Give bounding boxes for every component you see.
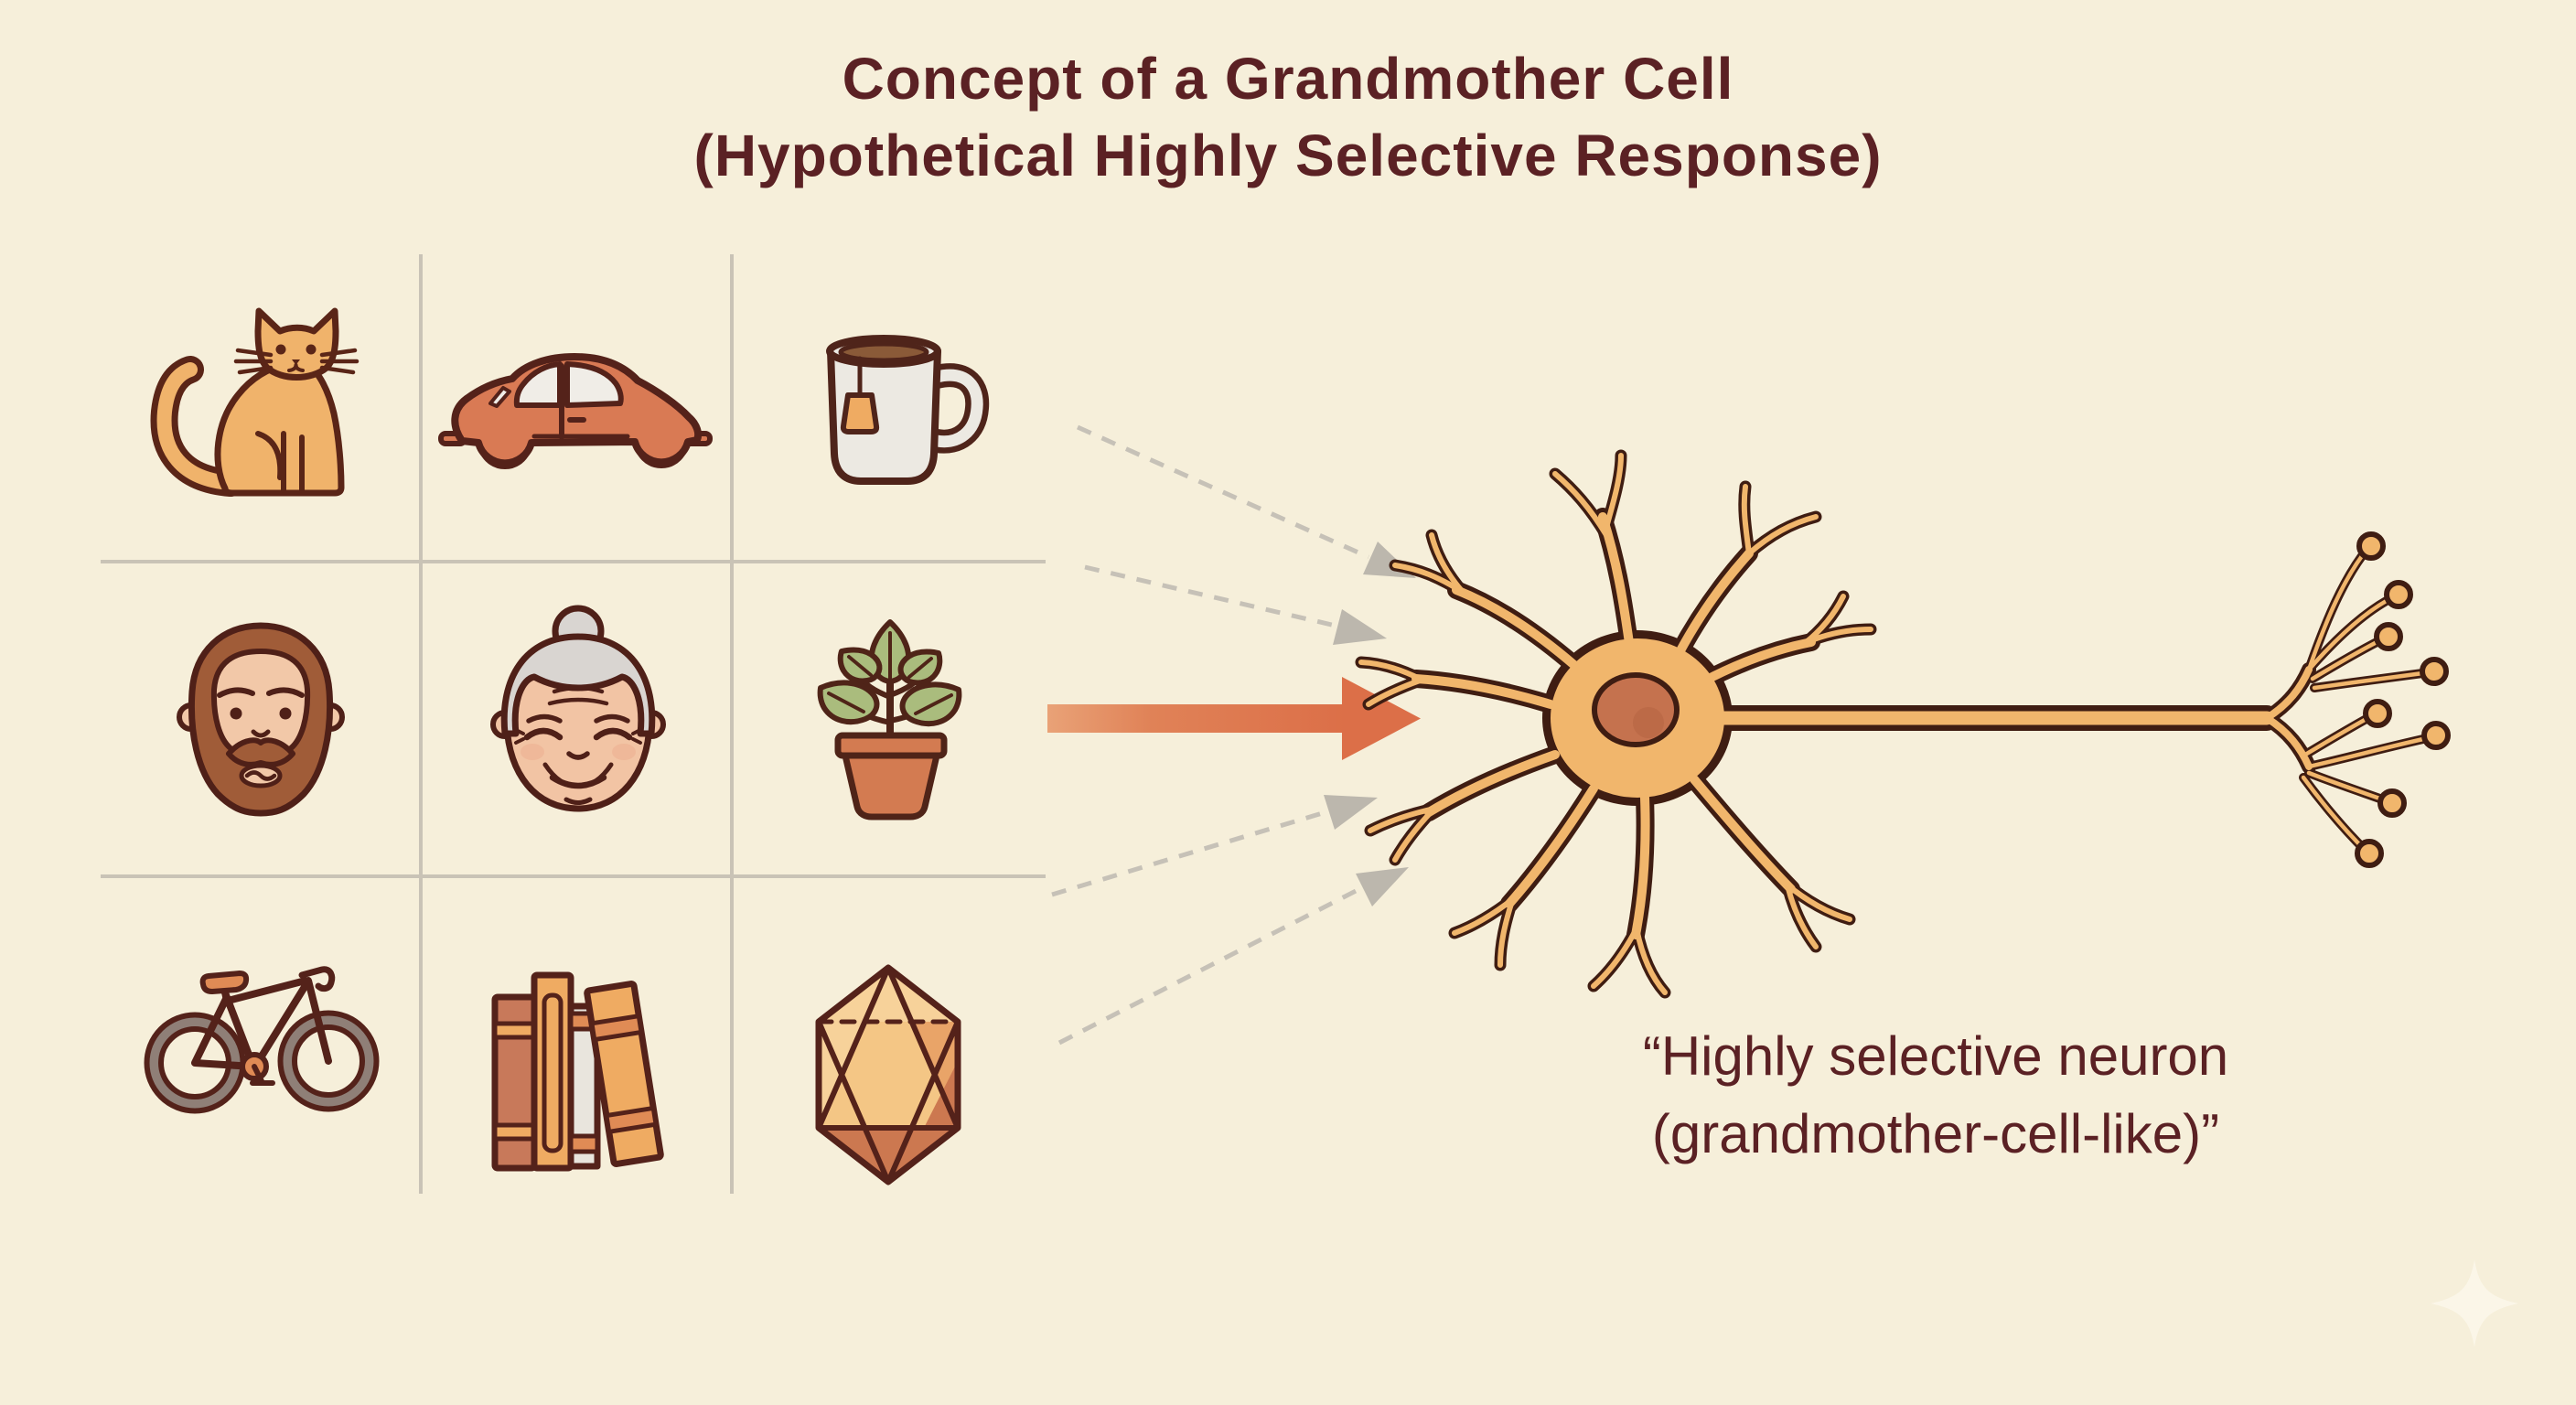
dashed-arrow xyxy=(1076,424,1416,578)
weak-input-arrows xyxy=(1051,424,1416,1046)
page-title: Concept of a Grandmother Cell (Hypotheti… xyxy=(0,40,2576,195)
dashed-arrow xyxy=(1057,867,1409,1046)
caption-line-2: (grandmother-cell-like)” xyxy=(1651,1103,2220,1165)
neuron-fill-pass xyxy=(1358,453,2434,995)
cat-icon xyxy=(150,307,360,497)
books-icon xyxy=(491,971,664,1172)
neuron-caption: “Highly selective neuron (grandmother-ce… xyxy=(1643,1017,2228,1173)
car-icon xyxy=(438,353,713,469)
caption-line-1: “Highly selective neuron xyxy=(1642,1025,2229,1087)
sparkle-icon xyxy=(2431,1260,2518,1347)
bearded-man-icon xyxy=(177,622,345,817)
strong-input-arrow xyxy=(1047,677,1421,760)
title-line-2: (Hypothetical Highly Selective Response) xyxy=(693,123,1883,189)
bicycle-wheel xyxy=(277,1010,380,1112)
stimulus-grid-lines xyxy=(101,254,1046,1194)
mug-icon xyxy=(826,335,990,485)
bicycle-icon xyxy=(144,966,380,1114)
teabag-tag xyxy=(840,392,880,434)
dashed-arrow xyxy=(1051,795,1378,897)
axon-terminal-boutons xyxy=(2355,531,2451,868)
potted-plant-icon xyxy=(817,619,962,820)
title-line-1: Concept of a Grandmother Cell xyxy=(842,46,1734,112)
grandmother-icon xyxy=(490,605,666,812)
nucleus xyxy=(1592,672,1680,747)
dashed-arrow xyxy=(1084,564,1387,645)
icosahedron-icon xyxy=(815,964,961,1185)
neuron-illustration xyxy=(1355,449,2451,999)
